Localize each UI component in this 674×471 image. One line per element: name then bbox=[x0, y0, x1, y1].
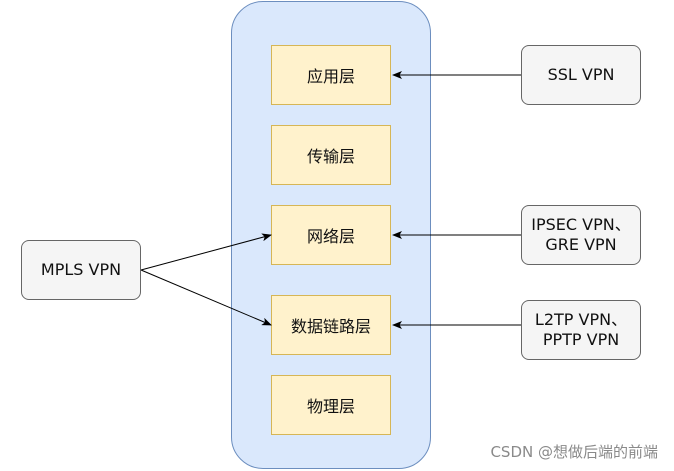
physical-layer-box: 物理层 bbox=[271, 375, 391, 435]
watermark-text: CSDN @想做后端的前端 bbox=[490, 443, 658, 461]
application-layer-box: 应用层 bbox=[271, 45, 391, 105]
l2tp-pptp-vpn-box: L2TP VPN、 PPTP VPN bbox=[521, 300, 641, 360]
mpls-vpn-box: MPLS VPN bbox=[21, 240, 141, 300]
l2tp-vpn-label: L2TP VPN、 bbox=[534, 310, 628, 329]
pptp-vpn-label: PPTP VPN bbox=[542, 330, 620, 349]
mpls-vpn-label: MPLS VPN bbox=[40, 260, 122, 279]
datalink-layer-box: 数据链路层 bbox=[271, 295, 391, 355]
network-layer-box: 网络层 bbox=[271, 205, 391, 265]
ipsec-gre-vpn-box: IPSEC VPN、 GRE VPN bbox=[521, 205, 641, 265]
gre-vpn-label: GRE VPN bbox=[545, 235, 617, 254]
ssl-vpn-label: SSL VPN bbox=[547, 65, 615, 84]
transport-layer-box: 传输层 bbox=[271, 125, 391, 185]
ssl-vpn-box: SSL VPN bbox=[521, 45, 641, 105]
ipsec-vpn-label: IPSEC VPN、 bbox=[531, 215, 631, 234]
